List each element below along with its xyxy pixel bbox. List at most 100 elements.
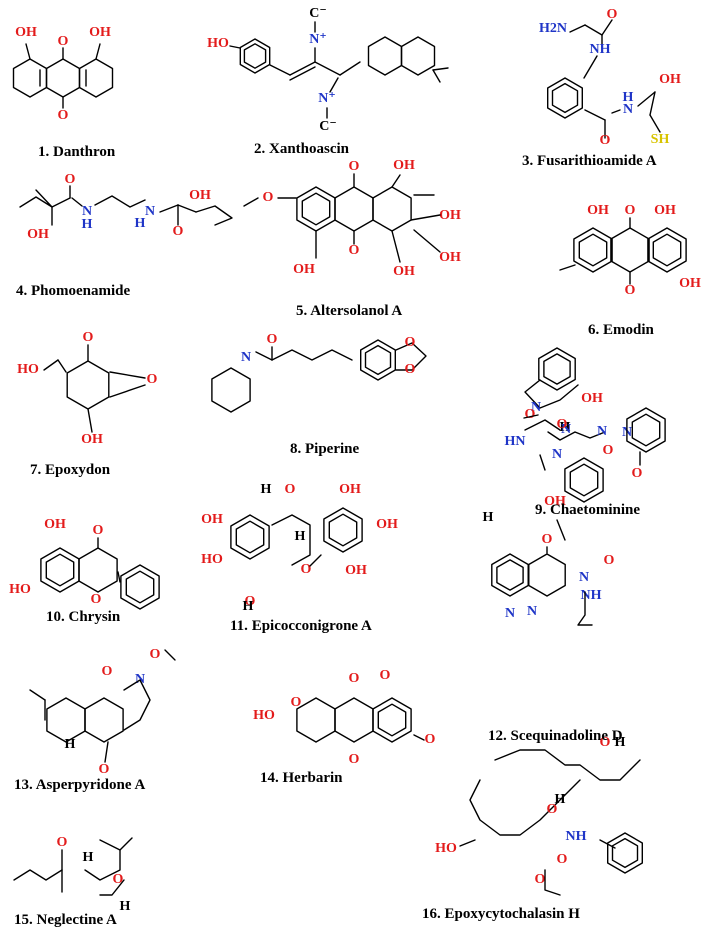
atom-label-o: O: [380, 668, 391, 683]
atom-label-o: O: [349, 752, 360, 767]
atom-label-o: O: [349, 243, 360, 258]
atom-label-o: O: [405, 362, 416, 377]
bond: [109, 371, 146, 379]
atom-label-oh: OH: [15, 25, 37, 40]
atom-label-oh: OH: [345, 563, 367, 578]
bond: [523, 414, 539, 419]
ring: [626, 407, 666, 453]
atom-label-n: N: [527, 604, 537, 619]
ring: [120, 564, 160, 610]
bond: [25, 43, 31, 60]
bond: [164, 649, 176, 661]
atom-label-h: H: [135, 216, 146, 231]
bond: [391, 230, 401, 263]
aromatic-inner: [631, 413, 661, 447]
bond: [524, 419, 561, 431]
bond: [329, 77, 339, 93]
atom-label-n: N: [579, 570, 589, 585]
atom-label-n: N: [241, 350, 251, 365]
atom-label-oh: OH: [89, 25, 111, 40]
bond: [413, 229, 441, 253]
aromatic-inner: [328, 513, 358, 547]
ring: [296, 697, 336, 743]
caption-11: 11. Epicocconigrone A: [230, 618, 372, 634]
aromatic-inner: [45, 553, 75, 587]
atom-label-h2n: H2N: [539, 21, 567, 36]
atom-label-o: O: [57, 835, 68, 850]
atom-label-o: O: [58, 34, 69, 49]
aromatic-inner: [235, 520, 265, 554]
caption-16: 16. Epoxycytochalasin H: [422, 906, 580, 922]
ring: [547, 77, 583, 119]
atom-label-o: O: [425, 732, 436, 747]
atom-label-o: O: [557, 417, 568, 432]
atom-label-ho: HO: [17, 362, 39, 377]
caption-8: 8. Piperine: [290, 441, 360, 457]
ring: [211, 367, 251, 413]
bond: [43, 359, 59, 371]
atom-label-nh: NH: [581, 588, 602, 603]
aromatic-inner: [364, 344, 392, 376]
caption-4: 4. Phomoenamide: [16, 283, 131, 299]
bond: [243, 197, 259, 207]
ring: [607, 832, 643, 874]
bond: [29, 689, 46, 701]
bond: [459, 839, 476, 847]
caption-7: 7. Epoxydon: [30, 462, 111, 478]
bond: [87, 408, 93, 433]
bond: [271, 514, 311, 566]
atom-label-n: N: [623, 102, 633, 117]
atom-label-nh: NH: [590, 42, 611, 57]
atom-label-o: O: [285, 482, 296, 497]
bond: [94, 195, 146, 208]
atom-label-h: H: [82, 217, 93, 232]
atom-label-oh: OH: [439, 250, 461, 265]
caption-10: 10. Chrysin: [46, 609, 121, 625]
atom-label-o: O: [600, 735, 611, 750]
atom-label-h: H: [243, 599, 254, 614]
bond: [57, 359, 67, 373]
caption-15: 15. Neglectine A: [14, 912, 117, 928]
atom-label-ho: HO: [435, 841, 457, 856]
atom-label-h: H: [261, 482, 272, 497]
atom-label-hn: HN: [505, 434, 526, 449]
atom-label-o: O: [99, 762, 110, 777]
atom-label-o: O: [91, 592, 102, 607]
caption-14: 14. Herbarin: [260, 770, 343, 786]
atom-label-n: N: [82, 204, 92, 219]
atom-label-oh: OH: [339, 482, 361, 497]
atom-label-o: O: [349, 671, 360, 686]
atom-label-oh: OH: [376, 517, 398, 532]
atom-label-n: N: [145, 204, 155, 219]
caption-6: 6. Emodin: [588, 322, 654, 338]
bond: [524, 379, 579, 409]
atom-label-o: O: [625, 203, 636, 218]
atom-label-o: O: [150, 647, 161, 662]
atom-label-oh: OH: [679, 276, 701, 291]
atom-label-ho: HO: [207, 36, 229, 51]
ring: [610, 227, 650, 273]
atom-label-n_plus: N⁺: [309, 32, 327, 47]
atom-label-nh: NH: [566, 829, 587, 844]
bond: [547, 431, 606, 441]
bond: [649, 114, 661, 133]
atom-label-o: O: [542, 532, 553, 547]
bond: [494, 749, 641, 781]
bond: [649, 91, 656, 116]
bond: [395, 342, 427, 371]
bond: [611, 109, 621, 114]
atom-label-o: O: [604, 553, 615, 568]
caption-2: 2. Xanthoascin: [254, 141, 350, 157]
bond: [19, 189, 53, 208]
atom-label-o: O: [245, 594, 256, 609]
